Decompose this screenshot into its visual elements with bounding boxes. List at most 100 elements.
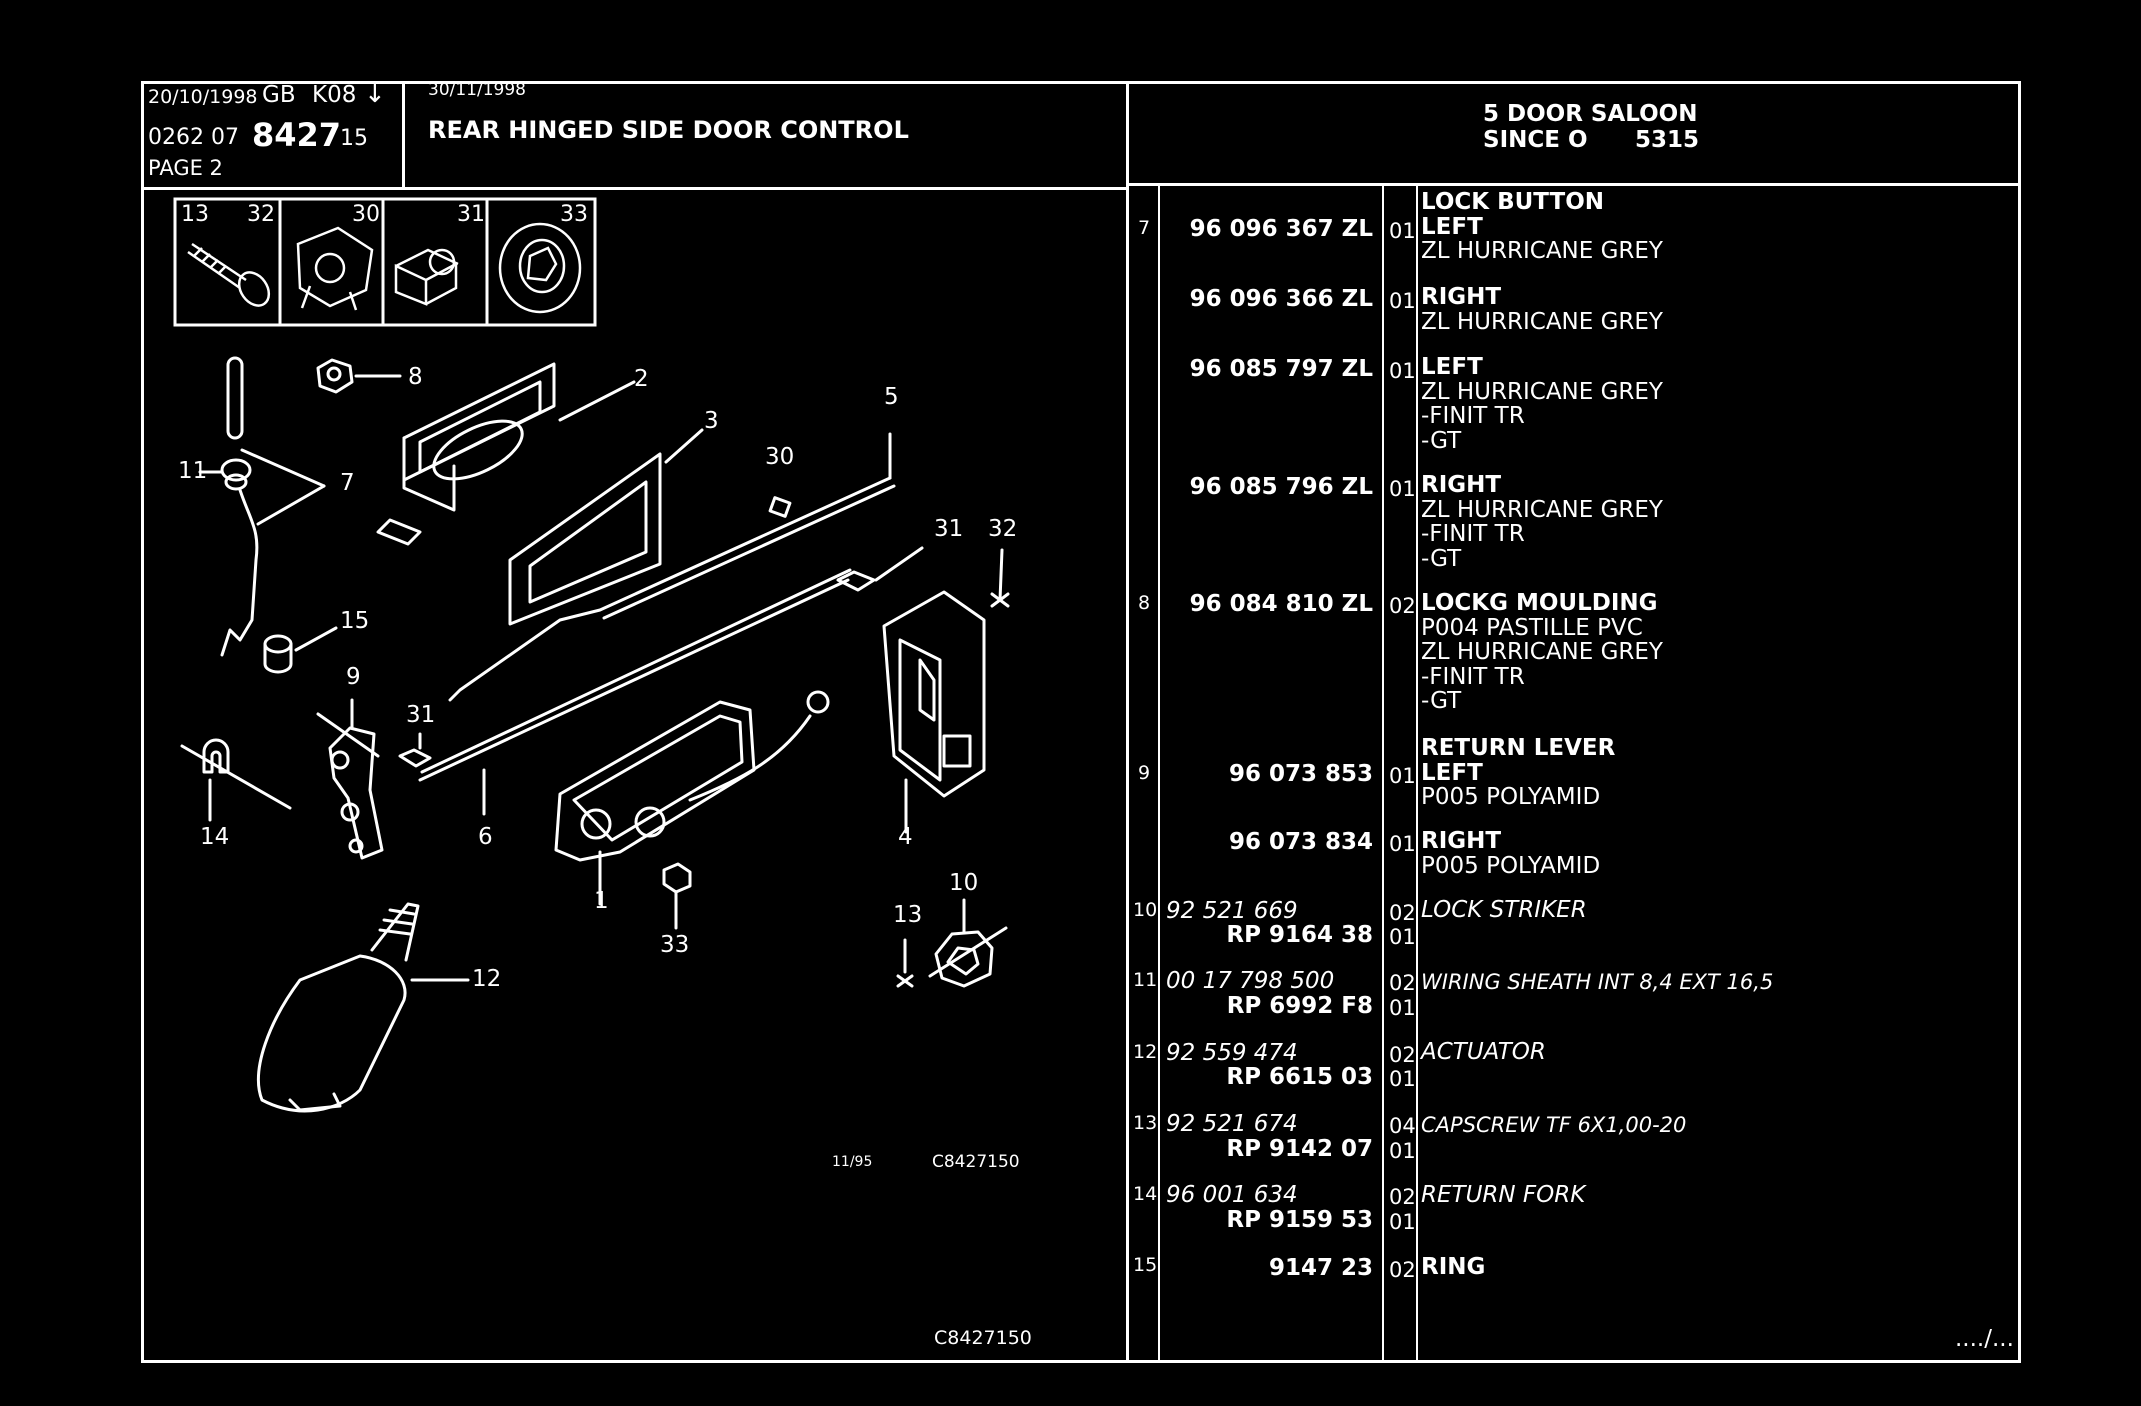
ref-prefix: 0262 07 bbox=[148, 125, 239, 150]
ref-suffix: 15 bbox=[340, 126, 368, 151]
sheet-frame bbox=[141, 81, 2021, 1363]
part-30-clip bbox=[768, 496, 792, 518]
divider-header-ref bbox=[402, 81, 405, 188]
part-qty: 01 bbox=[1389, 477, 1416, 501]
callout-30: 30 bbox=[765, 444, 795, 470]
catalogue-code: K08 bbox=[312, 82, 357, 108]
part-description: RIGHT P005 POLYAMID bbox=[1421, 828, 1601, 879]
part-qty-rp: 01 bbox=[1389, 996, 1416, 1020]
part-qty-rp: 01 bbox=[1389, 1210, 1416, 1234]
footer-ref: C8427150 bbox=[934, 1327, 1032, 1349]
part-description: ACTUATOR bbox=[1421, 1039, 1546, 1065]
ref-main: 8427 bbox=[252, 116, 342, 154]
part-number: 92 521 674 bbox=[1166, 1111, 1298, 1137]
model-since-code: 5315 bbox=[1635, 127, 1700, 153]
model-since-label: SINCE O bbox=[1483, 127, 1588, 153]
inset-label: 33 bbox=[560, 202, 588, 227]
part-number: 96 001 634 bbox=[1166, 1182, 1298, 1208]
part-description: LOCK BUTTON LEFT ZL HURRICANE GREY bbox=[1421, 189, 1663, 264]
part-number-rp: RP 9159 53 bbox=[1226, 1207, 1373, 1233]
part-description: LOCK STRIKER bbox=[1421, 897, 1587, 923]
exploded-view-diagram bbox=[180, 356, 1010, 1113]
callout-2: 2 bbox=[634, 366, 649, 392]
divider-main-vertical bbox=[1126, 81, 1129, 1363]
region-code: GB bbox=[262, 82, 296, 108]
part-4-lock bbox=[882, 590, 986, 834]
part-number: 92 559 474 bbox=[1166, 1040, 1298, 1066]
part-number: 96 084 810 ZL bbox=[1189, 591, 1373, 617]
part-1-inner-handle bbox=[554, 690, 830, 906]
down-arrow-icon: ↓ bbox=[364, 79, 386, 109]
part-number: 96 096 366 ZL bbox=[1189, 286, 1373, 312]
part-qty: 02 bbox=[1389, 1258, 1416, 1282]
part-33-pastille bbox=[662, 862, 692, 930]
inset-label: 13 bbox=[181, 202, 209, 227]
part-number: 96 096 367 ZL bbox=[1189, 216, 1373, 242]
part-description: LOCKG MOULDING P004 PASTILLE PVC ZL HURR… bbox=[1421, 590, 1663, 714]
part-ref: 9 bbox=[1138, 762, 1151, 784]
part-description: RETURN FORK bbox=[1421, 1182, 1586, 1208]
part-number: 96 073 853 bbox=[1228, 761, 1373, 787]
divider-col-ref bbox=[1158, 183, 1160, 1363]
part-qty: 02 bbox=[1389, 594, 1416, 618]
part-qty: 02 bbox=[1389, 901, 1416, 925]
part-12-actuator bbox=[257, 902, 470, 1113]
part-qty: 02 bbox=[1389, 1043, 1416, 1067]
part-description: CAPSCREW TF 6X1,00-20 bbox=[1421, 1113, 1687, 1137]
stamp-ref: C8427150 bbox=[932, 1152, 1020, 1172]
part-8-pastille bbox=[316, 358, 402, 394]
inset-parts-strip bbox=[173, 197, 597, 327]
part-number-rp: RP 6615 03 bbox=[1226, 1064, 1373, 1090]
part-description: RETURN LEVER LEFT P005 POLYAMID bbox=[1421, 735, 1616, 810]
callout-31: 31 bbox=[934, 516, 964, 542]
part-number: 96 085 796 ZL bbox=[1189, 474, 1373, 500]
part-31-clip bbox=[398, 546, 924, 768]
part-number-rp: RP 9164 38 bbox=[1226, 922, 1373, 948]
part-qty: 01 bbox=[1389, 219, 1416, 243]
part-qty: 04 bbox=[1389, 1114, 1416, 1138]
callout-6: 6 bbox=[478, 824, 493, 850]
callout-11: 11 bbox=[178, 458, 208, 484]
part-qty: 01 bbox=[1389, 289, 1416, 313]
callout-14: 14 bbox=[200, 824, 230, 850]
part-qty-rp: 01 bbox=[1389, 1139, 1416, 1163]
callout-1: 1 bbox=[594, 888, 609, 914]
divider-header-left bbox=[141, 187, 1127, 190]
part-ref: 11 bbox=[1133, 969, 1158, 991]
part-ref: 15 bbox=[1133, 1254, 1158, 1276]
part-10-striker bbox=[928, 898, 1008, 988]
callout-7: 7 bbox=[340, 470, 355, 496]
callout-10: 10 bbox=[949, 870, 979, 896]
part-ref: 13 bbox=[1133, 1112, 1158, 1134]
callout-4: 4 bbox=[898, 824, 913, 850]
page-title: REAR HINGED SIDE DOOR CONTROL bbox=[428, 116, 909, 144]
part-qty: 01 bbox=[1389, 764, 1416, 788]
part-ref: 8 bbox=[1138, 592, 1151, 614]
part-number: 9147 23 bbox=[1268, 1255, 1373, 1281]
part-14-return-fork bbox=[180, 738, 292, 822]
inset-label: 31 bbox=[457, 202, 485, 227]
model-name: 5 DOOR SALOON bbox=[1483, 101, 1698, 127]
part-number-rp: RP 9142 07 bbox=[1226, 1136, 1373, 1162]
clip-icon bbox=[394, 248, 459, 306]
part-qty-rp: 01 bbox=[1389, 925, 1416, 949]
part-number: 96 085 797 ZL bbox=[1189, 356, 1373, 382]
callout-8: 8 bbox=[408, 364, 423, 390]
part-6-rod bbox=[418, 568, 852, 816]
part-ref: 10 bbox=[1133, 899, 1158, 921]
part-qty: 01 bbox=[1389, 832, 1416, 856]
part-3-bezel bbox=[508, 428, 704, 626]
part-ref: 7 bbox=[1138, 217, 1151, 239]
page-number: PAGE 2 bbox=[148, 156, 223, 180]
part-number: 00 17 798 500 bbox=[1166, 968, 1335, 994]
return-lever-clip-icon bbox=[296, 226, 374, 311]
part-2-outer-handle bbox=[376, 362, 636, 546]
divider-col-qty bbox=[1382, 183, 1384, 1363]
callout-5: 5 bbox=[884, 384, 899, 410]
part-qty-rp: 01 bbox=[1389, 1067, 1416, 1091]
callout-31b: 31 bbox=[406, 702, 436, 728]
divider-header-right bbox=[1126, 183, 2021, 186]
part-description: RING bbox=[1421, 1254, 1486, 1280]
capscrew-icon bbox=[187, 242, 271, 307]
update-date: 30/11/1998 bbox=[428, 80, 526, 100]
